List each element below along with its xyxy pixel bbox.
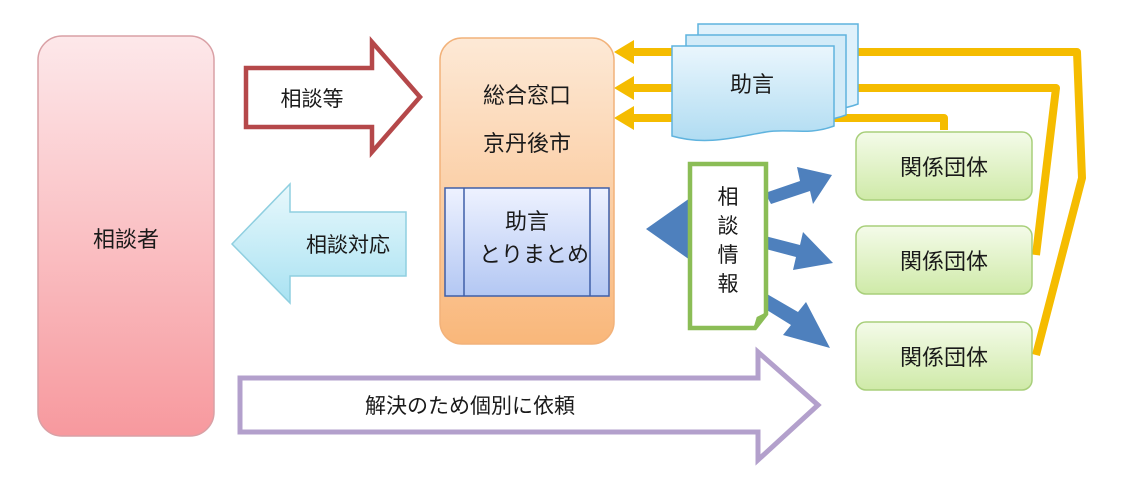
info-distribution-arrows xyxy=(646,167,833,348)
advice-document-label: 助言 xyxy=(730,73,774,98)
consultation-info-char-3: 情 xyxy=(718,243,739,267)
resolution-arrow-label: 解決のため個別に依頼 xyxy=(365,394,575,418)
organization-box-1: 関係団体 xyxy=(855,131,1033,201)
advice-compilation-line2: とりまとめ xyxy=(479,243,589,268)
info-arrow-down xyxy=(754,290,830,348)
advice-compilation-box: 助言 とりまとめ xyxy=(444,187,610,297)
advice-document-stack: 助言 xyxy=(671,23,859,142)
consultation-arrow: 相談等 xyxy=(243,36,423,158)
organization-label-3: 関係団体 xyxy=(900,346,988,371)
response-arrow-label: 相談対応 xyxy=(306,233,390,257)
resolution-arrow: 解決のため個別に依頼 xyxy=(237,346,822,466)
consultation-arrow-label: 相談等 xyxy=(281,87,344,111)
consultation-info-char-2: 談 xyxy=(718,214,739,238)
consultation-info-char-1: 相 xyxy=(718,185,739,209)
consultant-label: 相談者 xyxy=(93,228,159,253)
consultation-info-char-4: 報 xyxy=(718,272,739,296)
info-arrow-left xyxy=(646,198,700,260)
organization-box-2: 関係団体 xyxy=(855,225,1033,295)
organization-label-1: 関係団体 xyxy=(900,156,988,181)
advice-return-arrowheads xyxy=(614,40,634,130)
info-arrow-up xyxy=(765,167,832,204)
response-arrow: 相談対応 xyxy=(230,182,407,305)
organization-box-3: 関係団体 xyxy=(855,321,1033,391)
consultation-info-document: 相 談 情 報 xyxy=(687,161,769,331)
advice-compilation-line1: 助言 xyxy=(505,210,549,235)
info-arrow-mid xyxy=(762,232,833,270)
city-label: 京丹後市 xyxy=(483,132,571,157)
consultant-box: 相談者 xyxy=(37,35,215,437)
general-window-label: 総合窓口 xyxy=(483,84,571,109)
organization-label-2: 関係団体 xyxy=(900,250,988,275)
